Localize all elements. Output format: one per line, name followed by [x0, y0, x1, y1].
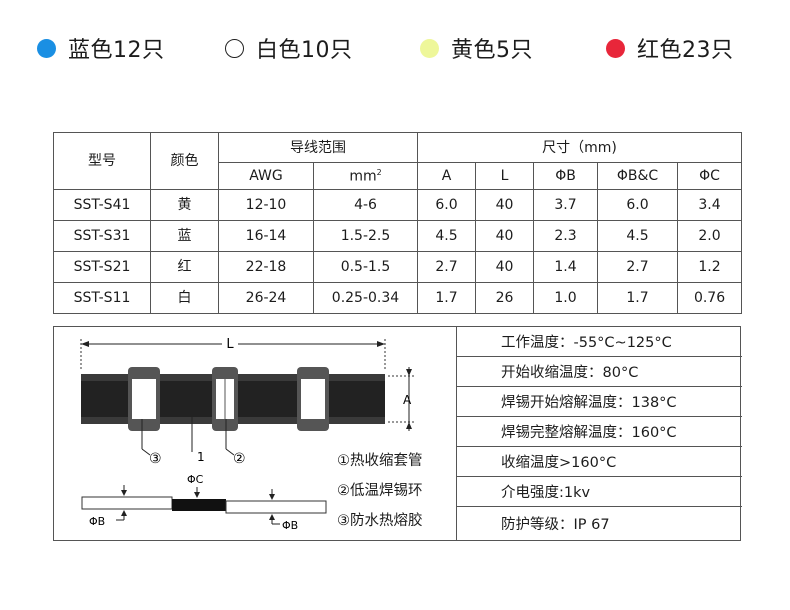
wire-range-header: 导线范围 [218, 132, 418, 163]
phib-left-label: ΦB [89, 515, 105, 528]
property-row: 焊锡开始熔解温度：138°C [457, 387, 742, 417]
l-arrow-left [81, 341, 89, 347]
legend-item-white: 白色10只 [225, 32, 353, 64]
legend-label: 蓝色12只 [68, 38, 165, 63]
legend-item-red: 红色23只 [606, 32, 734, 64]
table-row: SST-S31 蓝 16-14 1.5-2.5 4.5 40 2.3 4.5 2… [53, 220, 743, 252]
yellow-dot-icon [420, 38, 439, 58]
property-row: 介电强度:1kv [457, 477, 742, 507]
legend-label: 红色23只 [637, 38, 734, 63]
property-row: 防护等级：IP 67 [501, 517, 610, 533]
legend-label: 黄色5只 [451, 38, 533, 63]
glue-band-right-core [301, 379, 325, 419]
awg-header: AWG [218, 162, 314, 190]
wire-left [81, 496, 173, 510]
properties-list: 工作温度：-55°C~125°C 开始收缩温度：80°C 焊锡开始熔解温度：13… [456, 327, 742, 540]
legend-item-blue: 蓝色12只 [37, 32, 165, 64]
l-label-bg [222, 336, 238, 350]
phibc-header: ΦB&C [597, 162, 678, 190]
table-row: SST-S41 黄 12-10 4-6 6.0 40 3.7 6.0 3.4 [53, 189, 743, 221]
property-row: 工作温度：-55°C~125°C [457, 327, 742, 357]
part-label-sleeve: ①热收缩套管 [337, 453, 423, 469]
color-header: 颜色 [150, 132, 219, 190]
spec-table: 型号 颜色 导线范围 尺寸（mm) AWG mm2 A L ΦB ΦB&C ΦC… [53, 132, 743, 314]
phib-header: ΦB [533, 162, 598, 190]
table-row: SST-S11 白 26-24 0.25-0.34 1.7 26 1.0 1.7… [53, 282, 743, 314]
legend-item-yellow: 黄色5只 [420, 32, 533, 64]
a-arrow-top [406, 369, 412, 376]
wire-right [225, 500, 327, 514]
l-arrow-right [377, 341, 385, 347]
property-row: 开始收缩温度：80°C [457, 357, 742, 387]
sleeve-diagram: L A ③ 1 ② ΦC [80, 336, 416, 532]
a-label: A [403, 393, 412, 407]
part-label-glue: ③防水热熔胶 [337, 513, 423, 529]
table-row: SST-S21 红 22-18 0.5-1.5 2.7 40 1.4 2.7 1… [53, 251, 743, 283]
l-header: L [475, 162, 534, 190]
part-label-solder: ②低温焊锡环 [337, 483, 423, 499]
l-label: L [226, 337, 234, 352]
model-header: 型号 [53, 132, 151, 190]
phic-header: ΦC [676, 162, 743, 190]
glue-band-left-core [132, 379, 156, 419]
property-row: 收缩温度>160°C [457, 447, 742, 477]
phib-right-label: ΦB [282, 519, 298, 532]
part-2-marker: ② [233, 451, 246, 467]
solder-joint [172, 499, 226, 511]
part-1-marker: 1 [197, 450, 205, 464]
legend-label: 白色10只 [256, 38, 353, 63]
a-header: A [417, 162, 476, 190]
size-header: 尺寸（mm) [416, 132, 743, 163]
blue-dot-icon [37, 38, 56, 58]
mm2-header: mm2 [313, 162, 418, 190]
property-row: 焊锡完整熔解温度：160°C [457, 417, 742, 447]
red-dot-icon [606, 38, 625, 58]
part-3-marker: ③ [149, 451, 162, 467]
diagram-panel: L A ③ 1 ② ΦC [53, 326, 742, 541]
phic-label: ΦC [187, 473, 204, 486]
white-dot-icon [225, 38, 244, 58]
color-legend: 蓝色12只 白色10只 黄色5只 红色23只 [0, 32, 790, 68]
a-arrow-bottom [406, 422, 412, 429]
